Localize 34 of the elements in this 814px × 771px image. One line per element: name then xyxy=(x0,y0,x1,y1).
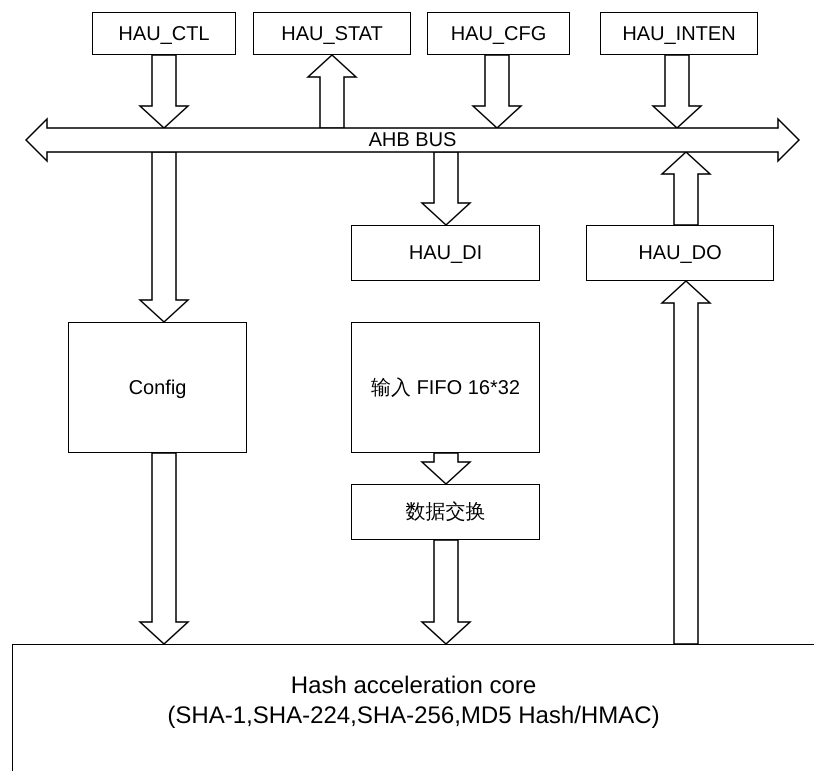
box-label: Config xyxy=(128,376,186,400)
box-label: HAU_DI xyxy=(408,241,482,266)
register-box xyxy=(351,225,540,281)
register-box xyxy=(253,12,411,55)
block-arrow xyxy=(138,54,190,130)
algorithm-list: (SHA-1,SHA-224,SHA-256,MD5 Hash/HMAC) xyxy=(167,701,660,731)
block-arrow xyxy=(420,151,472,226)
block-arrow xyxy=(660,280,712,645)
block-arrow xyxy=(660,150,712,226)
core-box xyxy=(12,644,814,771)
box-label: HAU_DO xyxy=(638,241,722,266)
box-label: 输入 FIFO 16*32 xyxy=(371,376,520,400)
block-arrow xyxy=(651,54,703,130)
block-arrow xyxy=(306,54,358,129)
block-arrow xyxy=(420,452,472,486)
register-box xyxy=(92,12,236,55)
bus-arrow xyxy=(25,118,800,162)
box-label: 数据交换 xyxy=(406,500,486,525)
fifo-box xyxy=(351,322,540,453)
bus-label: AHB BUS xyxy=(368,130,456,150)
box-label: HAU_STAT xyxy=(281,22,383,46)
box-label: HAU_INTEN xyxy=(622,22,736,46)
register-box xyxy=(427,12,570,55)
config-box xyxy=(68,322,247,453)
register-box xyxy=(586,225,774,281)
register-box xyxy=(600,12,758,55)
block-arrow xyxy=(138,151,190,324)
block-arrow xyxy=(138,452,190,646)
data-swap-box xyxy=(351,484,540,540)
box-label: HAU_CFG xyxy=(450,22,546,46)
block-arrow xyxy=(420,539,472,646)
box-label: HAU_CTL xyxy=(118,22,210,46)
box-label: Hash acceleration core xyxy=(290,671,536,701)
block-arrow xyxy=(471,54,523,130)
